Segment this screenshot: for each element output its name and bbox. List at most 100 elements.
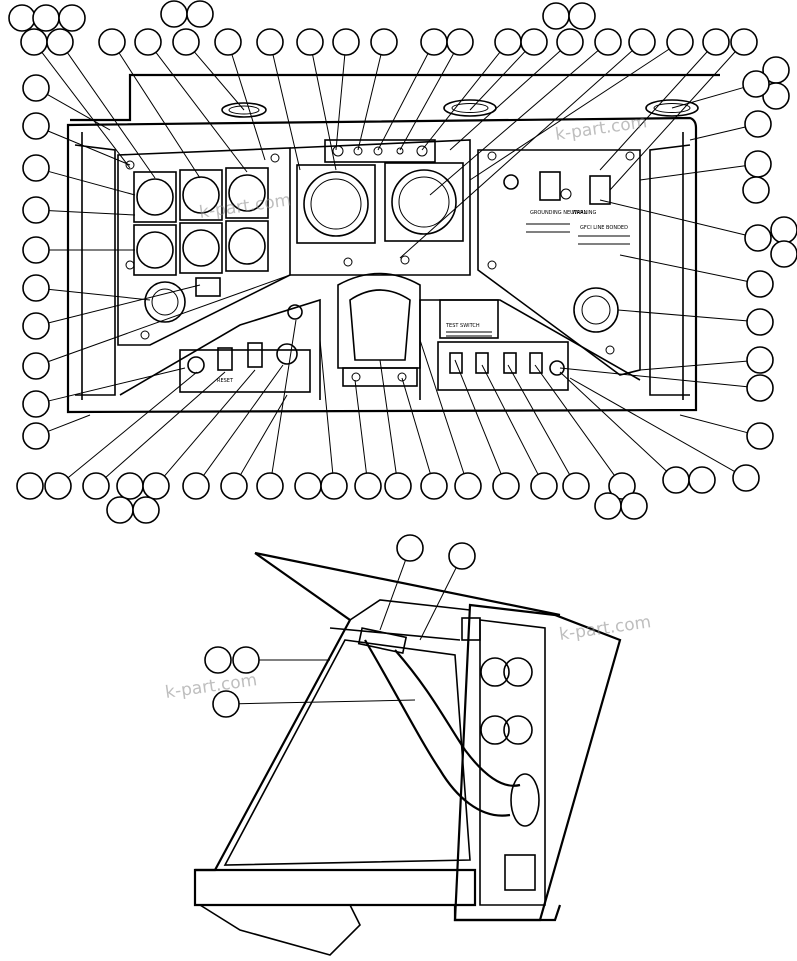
label-text-lines bbox=[526, 223, 630, 245]
callout-bubble bbox=[256, 319, 297, 500]
callout-bubble bbox=[22, 196, 136, 224]
callout-circle bbox=[742, 176, 770, 204]
callout-leader-line bbox=[67, 371, 198, 479]
callout-bubble bbox=[419, 339, 482, 500]
callout-bubble bbox=[419, 542, 476, 641]
callout-circle bbox=[746, 308, 774, 336]
screw-icon bbox=[625, 151, 635, 161]
side-receptacle bbox=[503, 657, 533, 687]
callout-circle bbox=[32, 4, 60, 32]
callout-bubble bbox=[58, 4, 86, 32]
callout-circle bbox=[296, 28, 324, 56]
screw-icon bbox=[140, 330, 150, 340]
screw-icon bbox=[487, 151, 497, 161]
callout-bubble bbox=[379, 359, 412, 500]
housing-inner-edges bbox=[81, 132, 684, 400]
gauge-left-frame bbox=[296, 164, 376, 244]
receptacle-face bbox=[136, 231, 174, 269]
callout-bubble bbox=[44, 371, 198, 500]
callout-leader-line bbox=[599, 199, 746, 236]
callout-bubble bbox=[639, 346, 774, 374]
callout-circle bbox=[628, 28, 656, 56]
callout-circle bbox=[732, 464, 760, 492]
callout-circle bbox=[594, 492, 622, 520]
gauge-left bbox=[303, 171, 369, 237]
housing-top-edge bbox=[70, 73, 720, 122]
reset-switch bbox=[217, 347, 233, 371]
callout-circle bbox=[746, 374, 774, 402]
callout-leader-line bbox=[271, 319, 297, 474]
screw-icon bbox=[487, 260, 497, 270]
hose-lower bbox=[394, 649, 521, 787]
callout-bubble bbox=[172, 28, 245, 111]
watermark-text: k-part.com bbox=[554, 112, 648, 145]
callout-circle bbox=[98, 28, 126, 56]
receptacle-box bbox=[179, 222, 223, 274]
rocker-switch bbox=[449, 352, 463, 374]
screw-icon bbox=[270, 153, 280, 163]
callout-leader-line bbox=[357, 54, 382, 151]
callout-bubble bbox=[232, 646, 330, 674]
callout-bubble bbox=[542, 2, 570, 30]
callout-bubble bbox=[639, 150, 772, 181]
callout-circle bbox=[22, 352, 50, 380]
screw-icon bbox=[400, 255, 410, 265]
watermark-text: k-part.com bbox=[164, 670, 258, 703]
callout-leader-line bbox=[534, 364, 615, 476]
callout-bubble bbox=[256, 28, 301, 171]
callout-circle bbox=[82, 472, 110, 500]
center-bracket bbox=[342, 367, 418, 387]
grommet-left-inner bbox=[228, 105, 260, 115]
callout-leader-line bbox=[164, 369, 256, 477]
callout-circle bbox=[22, 274, 50, 302]
screw-icon bbox=[351, 372, 361, 382]
gauge-left-face bbox=[310, 178, 362, 230]
callout-leader-line bbox=[469, 48, 670, 181]
callout-leader-line bbox=[377, 53, 429, 151]
callout-circle bbox=[134, 28, 162, 56]
callout-bubble bbox=[599, 28, 730, 171]
right-flange bbox=[649, 144, 691, 396]
callout-leader-line bbox=[48, 367, 186, 402]
gauge-right bbox=[391, 169, 457, 235]
callout-bubble bbox=[679, 414, 774, 450]
callout-bubble bbox=[534, 364, 636, 500]
callout-leader-line bbox=[419, 567, 457, 641]
callout-circle bbox=[520, 28, 548, 56]
callout-leader-line bbox=[48, 274, 291, 363]
callout-bubble bbox=[770, 240, 797, 268]
callout-circle bbox=[22, 196, 50, 224]
center-receptacle-inner bbox=[349, 289, 411, 361]
callout-leader-line bbox=[47, 414, 91, 432]
callout-circle bbox=[556, 28, 584, 56]
callout-circle bbox=[492, 472, 520, 500]
callout-leader-line bbox=[419, 339, 465, 474]
callout-circle bbox=[106, 496, 134, 524]
callout-leader-line bbox=[599, 51, 708, 171]
callout-circle bbox=[542, 2, 570, 30]
callout-circle bbox=[182, 472, 210, 500]
callout-bubble bbox=[212, 690, 416, 718]
callout-circle bbox=[212, 690, 240, 718]
callout-bubble bbox=[399, 28, 474, 151]
hood-body bbox=[223, 639, 471, 866]
callout-circle bbox=[770, 216, 797, 244]
callout-circle bbox=[232, 646, 260, 674]
callout-leader-line bbox=[399, 53, 455, 151]
callout-bubble bbox=[22, 236, 135, 264]
grommet-right bbox=[645, 99, 699, 117]
watermark-text: k-part.com bbox=[558, 612, 652, 645]
housing-outline bbox=[66, 116, 698, 414]
callout-bubble bbox=[594, 492, 622, 520]
callout-leader-line bbox=[619, 254, 748, 282]
callout-bubble bbox=[742, 176, 770, 204]
callout-bubble bbox=[160, 0, 188, 28]
callout-circle bbox=[8, 4, 36, 32]
callout-bubble bbox=[22, 74, 111, 131]
side-terminal bbox=[461, 617, 481, 641]
callout-circle bbox=[58, 4, 86, 32]
callout-bubble bbox=[599, 199, 772, 252]
callout-bubble bbox=[294, 472, 322, 500]
